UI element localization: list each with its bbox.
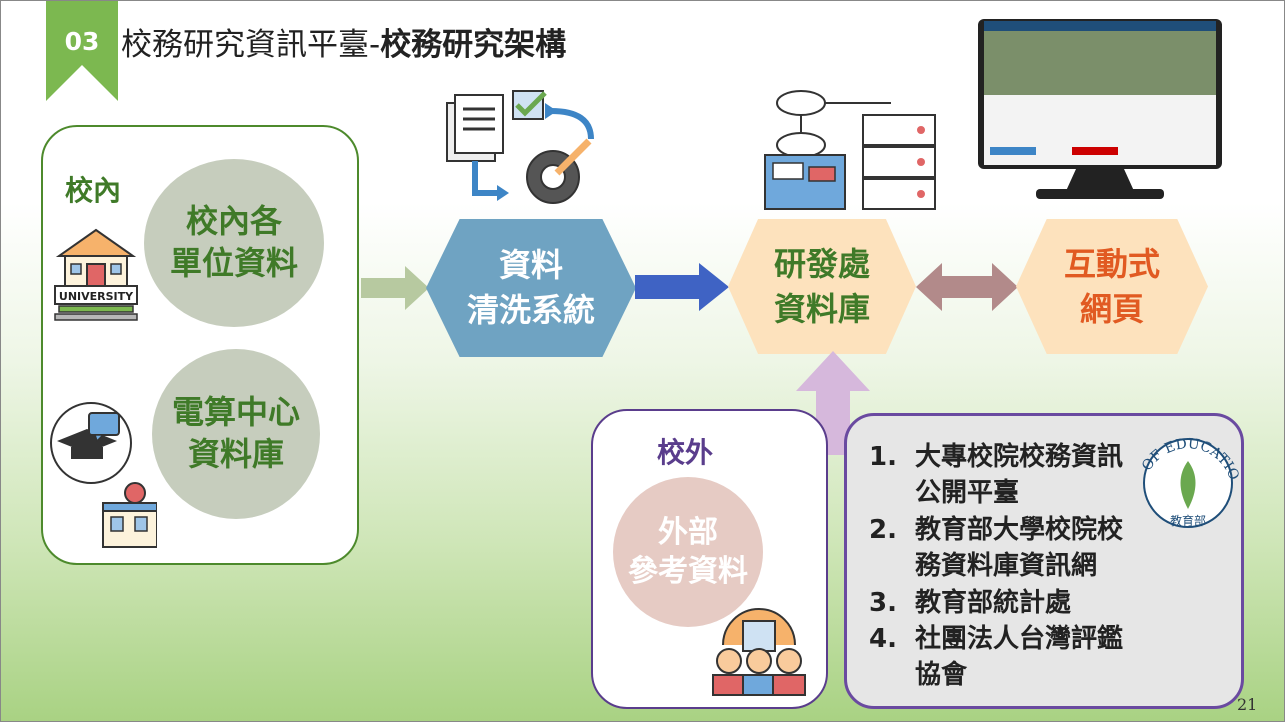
source-computer-center: 電算中心 資料庫 [152, 349, 320, 519]
section-number: 03 [64, 27, 100, 56]
arrow-cleaning-to-database [635, 263, 729, 311]
node-data-cleaning: 資料 清洗系統 [426, 219, 636, 357]
arrow-database-web [916, 263, 1018, 311]
list-item-text: 大專校院校務資訊公開平臺 [915, 442, 1124, 509]
source-external: 外部 參考資料 [613, 477, 763, 627]
people-icon [712, 608, 806, 696]
node-research-database: 研發處 資料庫 [728, 219, 916, 354]
title-prefix: 校務研究資訊平臺- [121, 27, 381, 63]
arrow-inside-to-cleaning [361, 266, 429, 310]
data-cleaning-icon [446, 90, 594, 204]
seal-chars: 教育部 [1170, 513, 1206, 528]
ministry-of-education-logo: OF EDUCATION 教育部 [1133, 421, 1242, 528]
list-item: 4.社團法人台灣評鑑協會 [869, 621, 1239, 694]
arrow-external-to-database [796, 351, 870, 455]
inside-label: 校內 [65, 174, 122, 207]
server-building-icon [50, 402, 157, 548]
page-number: 21 [1237, 695, 1258, 714]
list-item-text: 社團法人台灣評鑑協會 [915, 623, 1124, 691]
title-bold: 校務研究架構 [380, 27, 567, 63]
page-title: 校務研究資訊平臺-校務研究架構 [121, 19, 566, 64]
list-item: 1.大專校院校務資訊公開平臺 [869, 439, 1239, 512]
node-interactive-web: 互動式 網頁 [1016, 219, 1208, 354]
list-item-text: 教育部統計處 [915, 587, 1072, 618]
university-icon: UNIVERSITY [54, 228, 138, 321]
monitor-icon [978, 19, 1222, 199]
source-unit-data: 校內各 單位資料 [144, 159, 324, 327]
external-sources-list: 1.大專校院校務資訊公開平臺 2.教育部大學校院校務資料庫資訊網 3.教育部統計… [869, 439, 1239, 694]
university-icon-text: UNIVERSITY [59, 290, 134, 303]
list-item: 2.教育部大學校院校務資料庫資訊網 [869, 512, 1239, 585]
outside-label: 校外 [657, 436, 714, 469]
list-item-text: 教育部大學校院校務資料庫資訊網 [915, 514, 1124, 582]
list-item: 3.教育部統計處 [869, 585, 1239, 621]
server-icon [764, 90, 936, 210]
